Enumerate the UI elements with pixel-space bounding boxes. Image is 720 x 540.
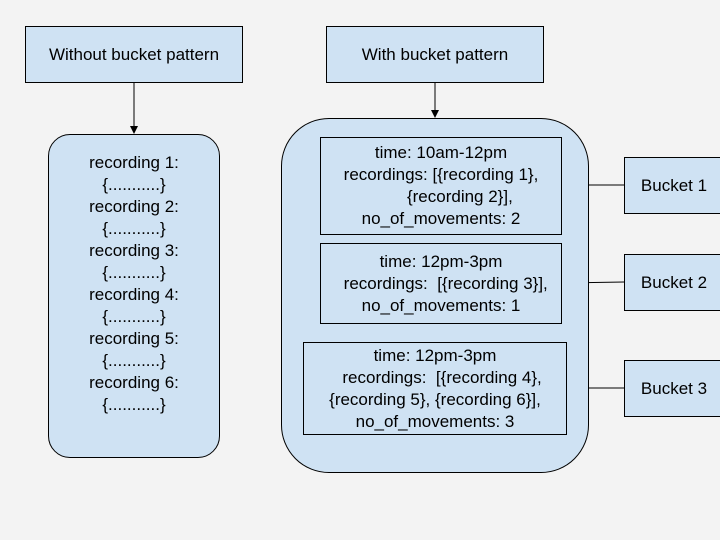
bucket-2-document: time: 12pm-3pm recordings: [{recording 3…	[320, 243, 562, 324]
bucket-2-label: Bucket 2	[640, 272, 708, 292]
bucket-1-label: Bucket 1	[640, 175, 708, 195]
with-bucket-title-box: With bucket pattern	[326, 26, 544, 83]
recording-line: {...........}	[102, 175, 166, 194]
bucket-2-label-box: Bucket 2	[624, 254, 720, 311]
recording-line: recording 1:	[89, 153, 179, 172]
bucket-1-label-box: Bucket 1	[624, 157, 720, 214]
without-bucket-container: recording 1: {...........} recording 2: …	[48, 134, 220, 458]
bucket-3-label: Bucket 3	[640, 378, 708, 398]
recording-line: {...........}	[102, 219, 166, 238]
recording-line: recording 3:	[89, 241, 179, 260]
bucket-1-document: time: 10am-12pm recordings: [{recording …	[320, 137, 562, 235]
without-bucket-title-box: Without bucket pattern	[25, 26, 243, 83]
recording-line: {...........}	[102, 307, 166, 326]
bucket-3-text: time: 12pm-3pm recordings: [{recording 4…	[329, 345, 542, 431]
recording-line: {...........}	[102, 263, 166, 282]
recording-line: recording 6:	[89, 373, 179, 392]
recording-line: {...........}	[102, 351, 166, 370]
recording-line: {...........}	[102, 395, 166, 414]
recording-line: recording 2:	[89, 197, 179, 216]
bucket-2-text: time: 12pm-3pm recordings: [{recording 3…	[343, 251, 548, 315]
without-bucket-title: Without bucket pattern	[48, 44, 220, 64]
recording-line: recording 4:	[89, 285, 179, 304]
recording-line: recording 5:	[89, 329, 179, 348]
bucket-3-document: time: 12pm-3pm recordings: [{recording 4…	[303, 342, 567, 435]
bucket-1-text: time: 10am-12pm recordings: [{recording …	[343, 143, 539, 228]
bucket-3-label-box: Bucket 3	[624, 360, 720, 417]
recording-list: recording 1: {...........} recording 2: …	[89, 152, 179, 416]
with-bucket-title: With bucket pattern	[361, 44, 509, 64]
